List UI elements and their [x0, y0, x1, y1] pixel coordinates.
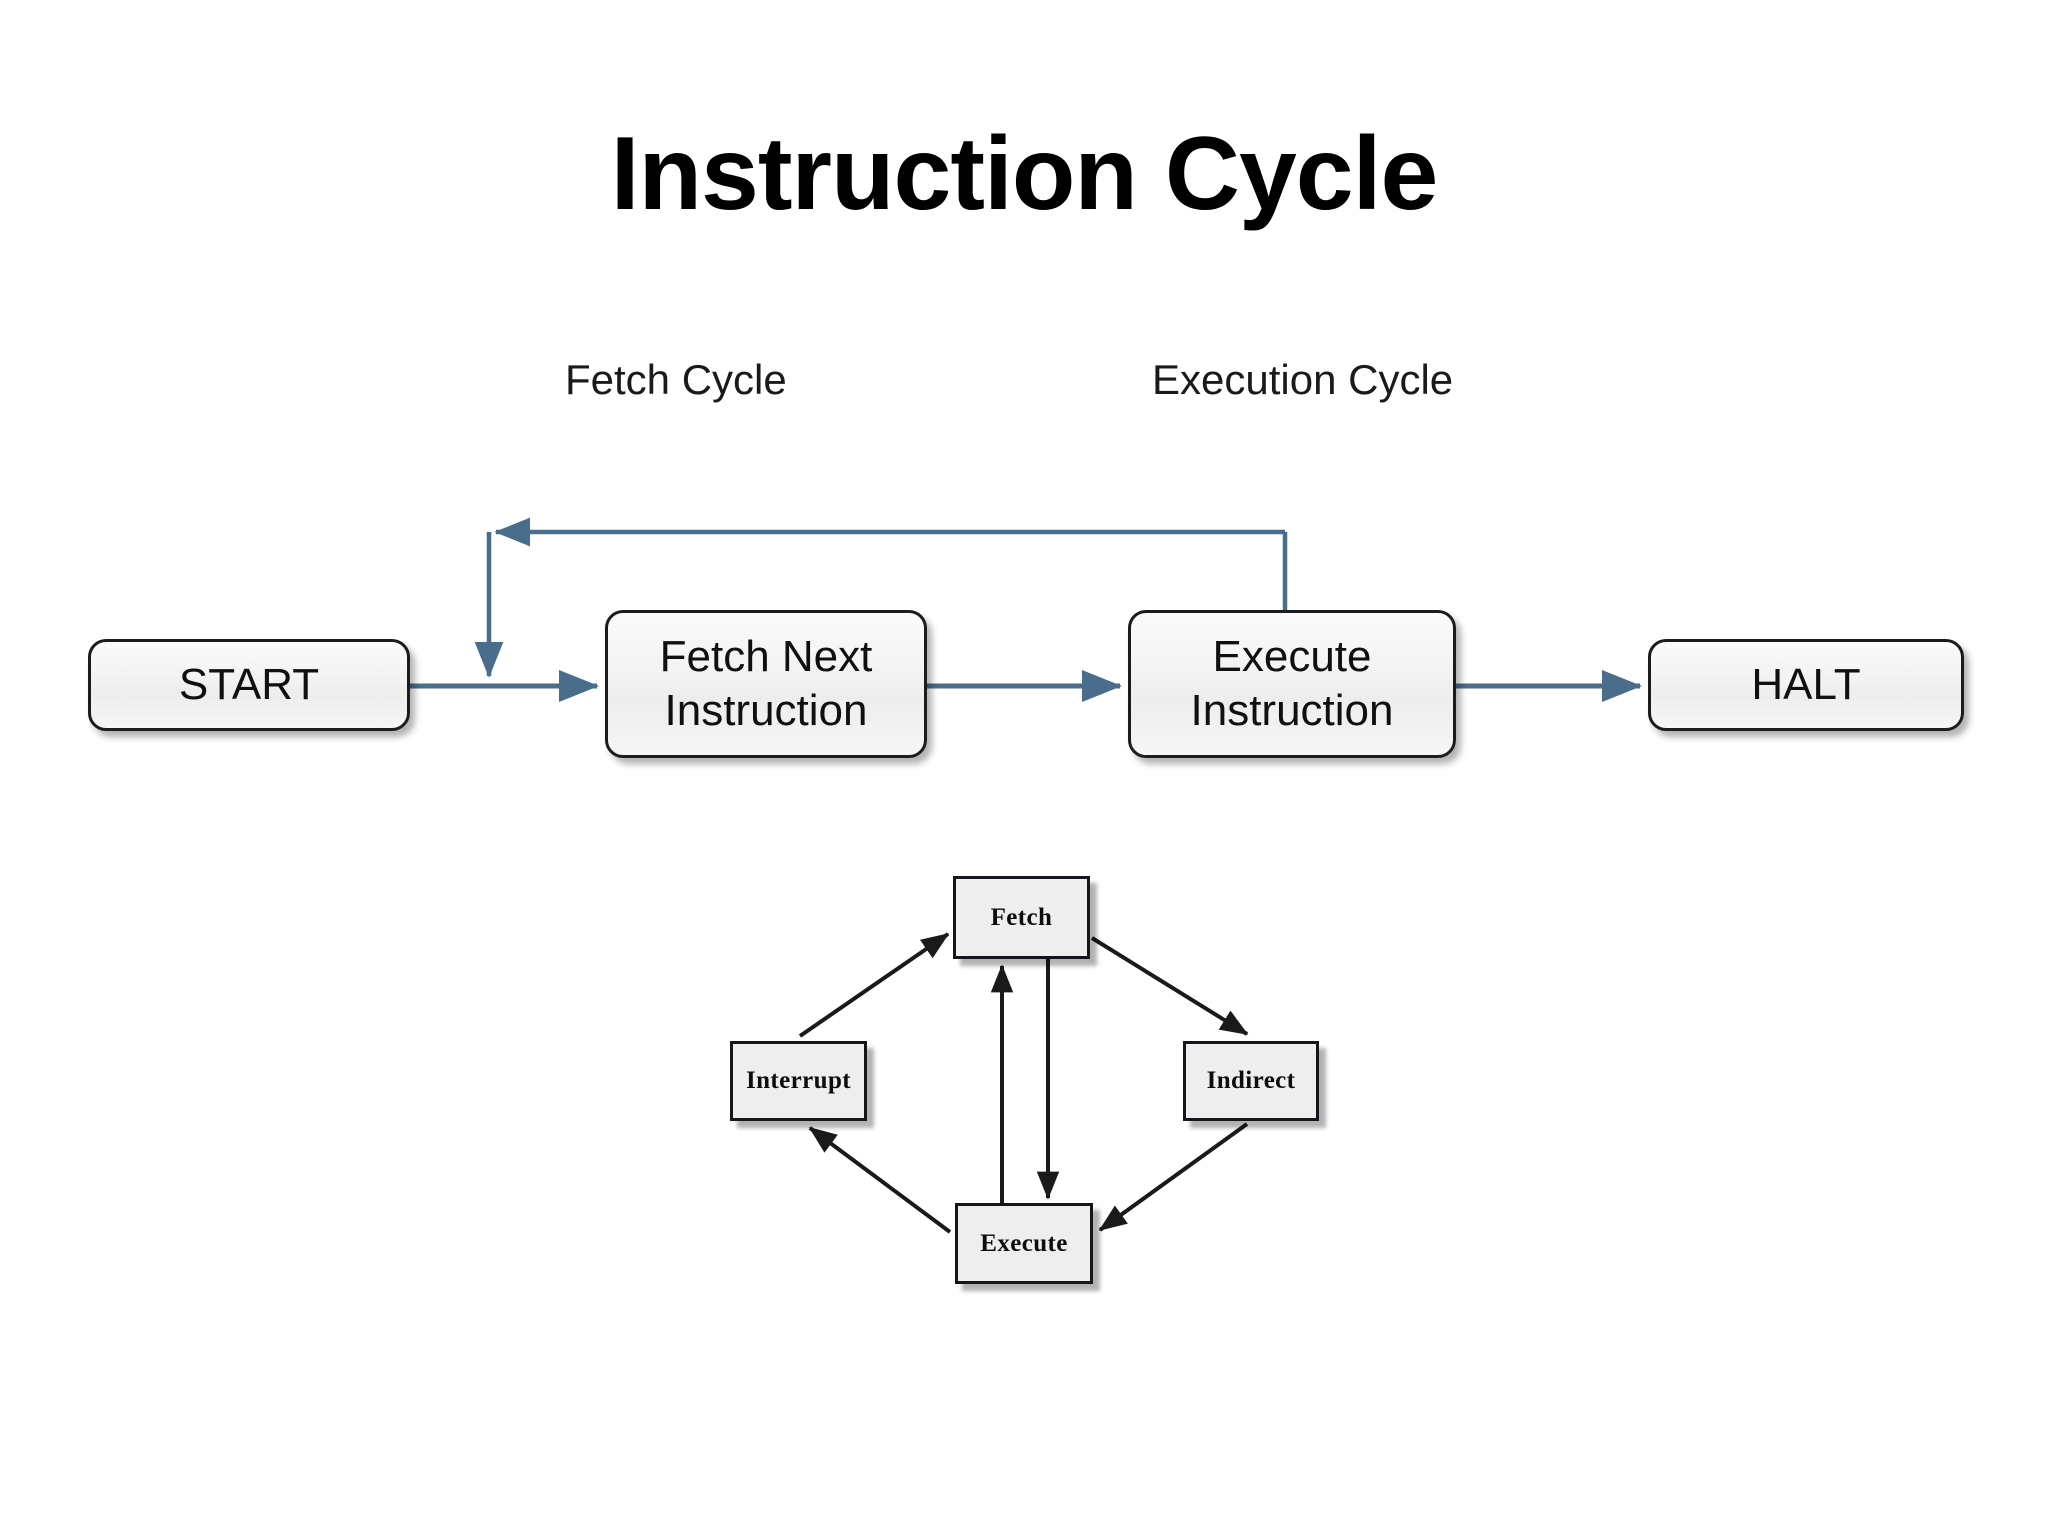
- flow-box-halt[interactable]: HALT: [1648, 639, 1964, 731]
- flow-box-start-label: START: [178, 660, 320, 710]
- cycle-box-execute[interactable]: Execute: [955, 1203, 1093, 1284]
- cycle-box-fetch-label: Fetch: [990, 903, 1053, 931]
- flow-box-fetch-next-line2: Instruction: [664, 686, 868, 735]
- flow-box-execute-line2: Instruction: [1190, 686, 1394, 735]
- cycle-box-interrupt[interactable]: Interrupt: [730, 1041, 867, 1121]
- cycle-box-interrupt-label: Interrupt: [746, 1067, 851, 1094]
- arrow-execute-to-interrupt: [808, 1126, 952, 1234]
- arrow-indirect-to-execute: [1098, 1122, 1249, 1232]
- arrow-fetch-to-indirect: [1090, 936, 1249, 1036]
- cycle-box-indirect-label: Indirect: [1206, 1067, 1296, 1094]
- flow-box-fetch-next-instruction[interactable]: Fetch Next Instruction: [605, 610, 927, 758]
- page-title: Instruction Cycle: [610, 116, 1439, 232]
- flow-box-start[interactable]: START: [88, 639, 410, 731]
- arrow-interrupt-to-fetch: [798, 932, 950, 1038]
- flow-box-execute-line1: Execute: [1212, 632, 1372, 682]
- fetch-cycle-caption: Fetch Cycle: [565, 356, 787, 403]
- flow-box-execute-instruction[interactable]: Execute Instruction: [1128, 610, 1456, 758]
- execution-cycle-caption: Execution Cycle: [1152, 356, 1454, 403]
- cycle-box-indirect[interactable]: Indirect: [1183, 1041, 1319, 1121]
- flow-box-fetch-next-label: Fetch Next Instruction: [660, 630, 873, 737]
- flow-box-halt-label: HALT: [1751, 660, 1861, 710]
- cycle-box-execute-label: Execute: [980, 1229, 1068, 1257]
- flow-box-fetch-next-line1: Fetch Next: [659, 632, 873, 682]
- flow-box-execute-label: Execute Instruction: [1191, 630, 1394, 737]
- cycle-box-fetch[interactable]: Fetch: [953, 876, 1090, 959]
